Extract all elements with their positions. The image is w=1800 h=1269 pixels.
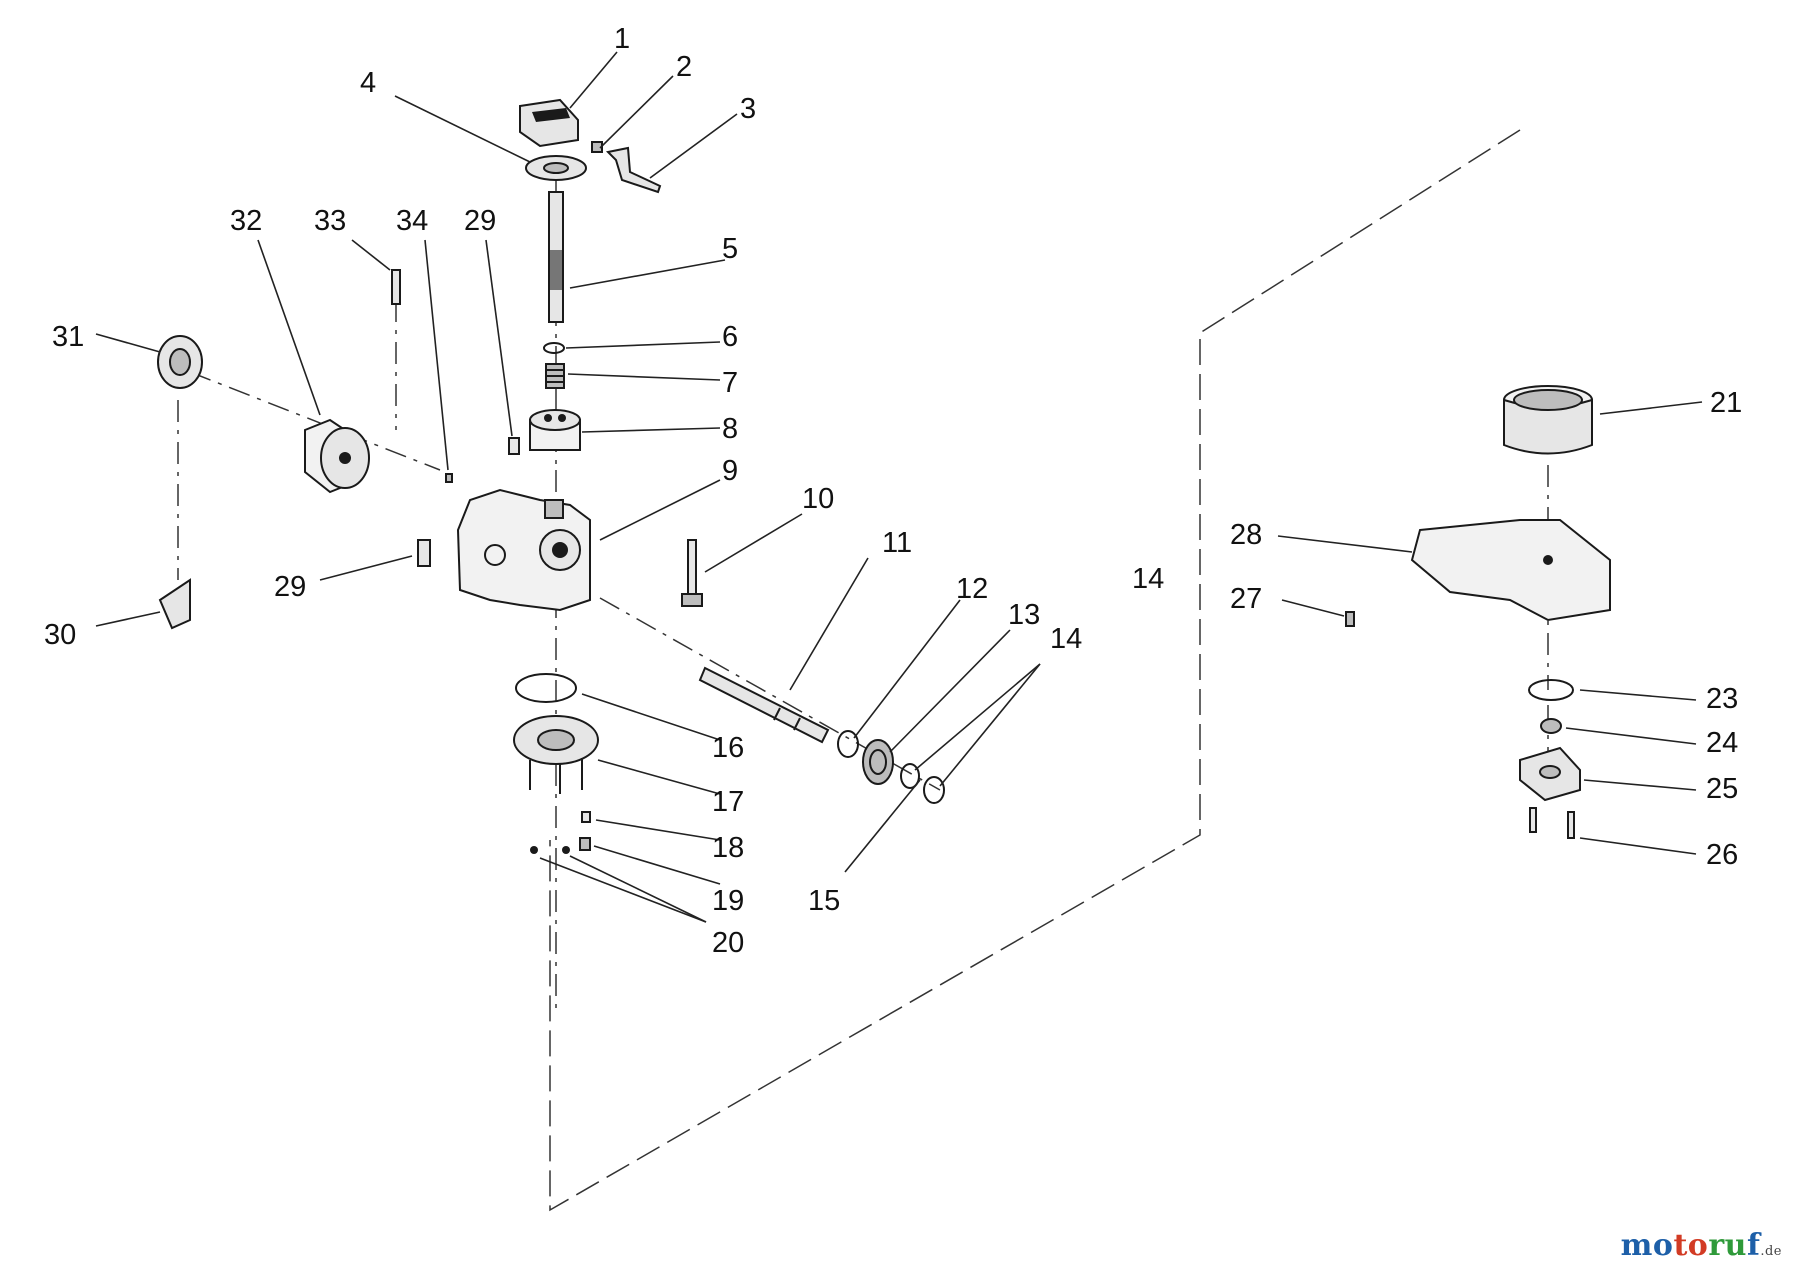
- callout-14-a: 14: [1050, 623, 1082, 655]
- callout-6: 6: [722, 321, 738, 353]
- callout-19: 19: [712, 885, 744, 917]
- assembly-axes: [177, 178, 1549, 1010]
- part-19-spring: [579, 837, 591, 851]
- callout-16: 16: [712, 732, 744, 764]
- callout-23: 23: [1706, 683, 1738, 715]
- callout-13: 13: [1008, 599, 1040, 631]
- callout-29-a: 29: [464, 205, 496, 237]
- callout-labels: 1 2 3 4 5 6 7 8 9 10 11 12 13 14 15 16 1…: [44, 23, 1742, 959]
- watermark-part-3: ru: [1708, 1228, 1747, 1263]
- part-24-nut: [1540, 718, 1562, 734]
- part-20-pins: [530, 846, 570, 854]
- part-17-plate: [513, 715, 599, 794]
- callout-3: 3: [740, 93, 756, 125]
- group-14-outline: [549, 129, 1521, 1212]
- callout-1: 1: [614, 23, 630, 55]
- watermark-part-1: mo: [1620, 1228, 1674, 1263]
- part-18-pin: [581, 811, 591, 823]
- watermark: motoruf.de: [1621, 1228, 1782, 1263]
- callout-30: 30: [44, 619, 76, 651]
- part-31-seal: [157, 335, 203, 389]
- part-32-cylinder-block: [304, 418, 370, 494]
- callout-32: 32: [230, 205, 262, 237]
- part-26-screws: [1529, 807, 1575, 839]
- callout-2: 2: [676, 51, 692, 83]
- callout-11: 11: [882, 527, 912, 559]
- part-9-housing: [456, 488, 591, 612]
- part-8-coupler: [529, 409, 581, 451]
- callout-21: 21: [1710, 387, 1742, 419]
- part-1-cap: [519, 98, 579, 148]
- callout-33: 33: [314, 205, 346, 237]
- callout-17: 17: [712, 786, 744, 818]
- callout-20: 20: [712, 927, 744, 959]
- part-7-spring: [545, 363, 565, 389]
- callout-9: 9: [722, 455, 738, 487]
- part-16-oring: [515, 673, 577, 703]
- callout-12: 12: [956, 573, 988, 605]
- part-6-ring: [543, 342, 565, 354]
- callout-29-b: 29: [274, 571, 306, 603]
- part-5-shaft: [548, 191, 564, 323]
- watermark-tld: .de: [1760, 1244, 1782, 1259]
- part-30-bracket: [158, 578, 191, 630]
- part-12-ring: [837, 730, 859, 758]
- part-34-key: [445, 473, 453, 483]
- part-14-washers: [900, 763, 945, 804]
- part-27-screw: [1345, 611, 1355, 627]
- callout-7: 7: [722, 367, 738, 399]
- group-label-14: 14: [1132, 563, 1164, 595]
- part-25-flange: [1519, 746, 1581, 802]
- callout-24: 24: [1706, 727, 1738, 759]
- callout-4: 4: [360, 67, 376, 99]
- callout-15: 15: [808, 885, 840, 917]
- part-4-bearing: [525, 155, 587, 181]
- callout-5: 5: [722, 233, 738, 265]
- part-10-bolt: [681, 539, 703, 607]
- watermark-part-2: to: [1673, 1228, 1709, 1263]
- callout-31: 31: [52, 321, 84, 353]
- callout-25: 25: [1706, 773, 1738, 805]
- part-21-ring-gear: [1503, 385, 1593, 455]
- callout-27: 27: [1230, 583, 1262, 615]
- callout-18: 18: [712, 832, 744, 864]
- watermark-part-4: f: [1746, 1228, 1761, 1263]
- callout-28: 28: [1230, 519, 1262, 551]
- leader-lines: [95, 51, 1703, 923]
- callout-8: 8: [722, 413, 738, 445]
- part-28-plate: [1410, 519, 1611, 622]
- callout-34: 34: [396, 205, 428, 237]
- callout-10: 10: [802, 483, 834, 515]
- part-29-pins: [417, 437, 520, 567]
- part-3-lever: [605, 146, 662, 194]
- callout-26: 26: [1706, 839, 1738, 871]
- part-23-oring: [1528, 679, 1574, 701]
- part-11-shaft: [698, 666, 830, 744]
- part-33-pin: [391, 269, 401, 305]
- part-13-gear: [862, 739, 894, 785]
